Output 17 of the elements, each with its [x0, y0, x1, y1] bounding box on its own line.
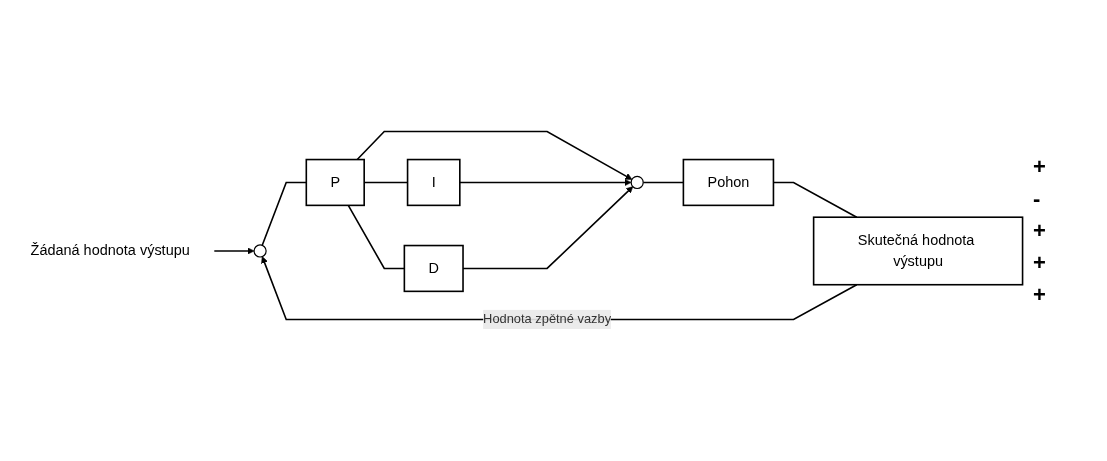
arrow: [213, 247, 255, 255]
node-box: P: [305, 158, 365, 207]
sign-label: +: [1033, 281, 1047, 308]
sign-label: -: [1033, 185, 1042, 212]
sign-label: +: [1033, 153, 1047, 180]
edge-label: Hodnota zpětné vazby: [483, 312, 612, 327]
node-box: I: [406, 158, 461, 207]
node-circle: [630, 176, 644, 190]
node-box: Pohon: [682, 158, 775, 207]
node-box: D: [403, 244, 464, 293]
sign-label: +: [1033, 249, 1047, 276]
arrow: [459, 179, 632, 187]
arrow: [356, 130, 633, 181]
node-box: Skutečná hodnota výstupu: [812, 216, 1024, 286]
sign-label: +: [1033, 217, 1047, 244]
node-text: Žádaná hodnota výstupu: [30, 242, 190, 259]
node-circle: [253, 244, 267, 258]
